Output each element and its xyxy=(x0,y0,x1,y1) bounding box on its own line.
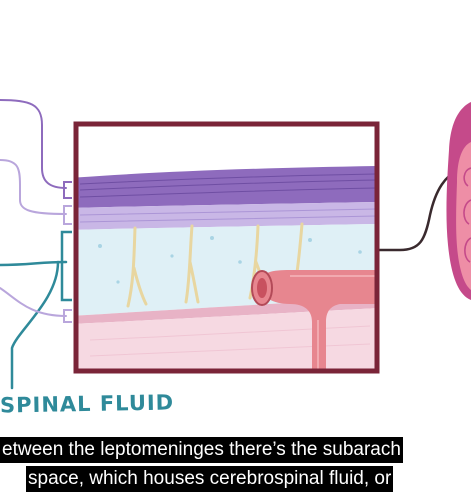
pia-bracket xyxy=(63,309,72,323)
dura-layer xyxy=(76,166,377,208)
csf-dots xyxy=(98,236,362,284)
brain-illustration xyxy=(446,102,471,300)
dura-streaks xyxy=(79,173,377,198)
brackets xyxy=(60,181,72,323)
connector-line xyxy=(376,168,460,252)
cross-section-box xyxy=(73,121,380,374)
vessel-highlight xyxy=(290,275,377,370)
arachnoid-streaks xyxy=(79,208,377,223)
dura-bracket xyxy=(63,181,72,199)
cortex-streaks xyxy=(89,325,371,357)
leader-lines xyxy=(0,99,68,390)
trabecula xyxy=(184,224,200,304)
trabecula xyxy=(126,226,148,308)
csf-bracket xyxy=(60,230,72,302)
arachnoid-leader xyxy=(0,159,67,215)
brain-gyri xyxy=(463,167,471,263)
arachnoid-bracket xyxy=(63,205,72,225)
caption-line-2: space, which houses cerebrospinal fluid,… xyxy=(26,466,394,492)
caption-line-1: etween the leptomeninges there’s the sub… xyxy=(0,437,403,463)
csf-drop-leader xyxy=(10,260,60,390)
dura-leader xyxy=(0,99,67,189)
cortex-tissue xyxy=(76,308,377,371)
pia-leader xyxy=(0,287,67,317)
vessel-lumen xyxy=(257,278,267,298)
blood-vessel xyxy=(251,270,377,371)
box-frame xyxy=(73,121,380,374)
csf-label: SPINAL FLUID xyxy=(0,390,175,418)
csf-leader xyxy=(0,260,68,267)
